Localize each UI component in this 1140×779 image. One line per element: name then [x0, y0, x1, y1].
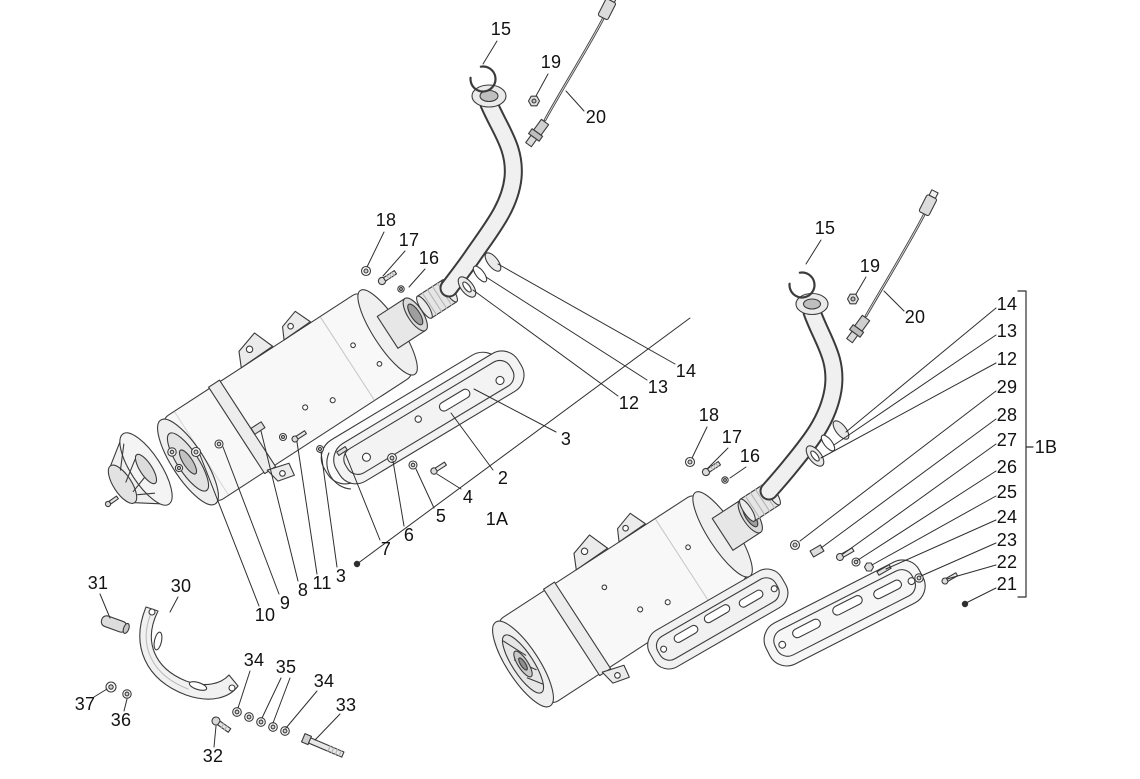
- oxygen-sensor-1b: [846, 189, 939, 344]
- part-label-17a[interactable]: 17: [398, 230, 420, 250]
- part-label-30a[interactable]: 30: [170, 576, 192, 596]
- part-label-3a1[interactable]: 3: [560, 429, 572, 449]
- part-label-12b[interactable]: 12: [996, 349, 1018, 369]
- pipe-clamps-1a: [457, 252, 502, 298]
- end-cap-screw-1a: [104, 495, 119, 508]
- part-label-15a[interactable]: 15: [490, 19, 512, 39]
- assembly-1b: [492, 189, 959, 708]
- part-label-16b[interactable]: 16: [739, 446, 761, 466]
- snap-ring-1a: [469, 65, 497, 93]
- part-label-12a[interactable]: 12: [618, 393, 640, 413]
- washer-36: [122, 689, 132, 699]
- part-label-10a[interactable]: 10: [254, 605, 276, 625]
- fastener-trio-1b: [684, 456, 729, 484]
- part-label-15b[interactable]: 15: [814, 218, 836, 238]
- part-label-24b[interactable]: 24: [996, 507, 1018, 527]
- muffler-body-1a: [157, 289, 428, 506]
- part-label-20a[interactable]: 20: [585, 107, 607, 127]
- washer-stack-34-35: [232, 707, 290, 736]
- part-label-14b[interactable]: 14: [996, 294, 1018, 314]
- part-label-9a[interactable]: 9: [279, 593, 291, 613]
- part-label-14a[interactable]: 14: [675, 361, 697, 381]
- part-label-1A[interactable]: 1A: [485, 509, 509, 529]
- part-label-1B[interactable]: 1B: [1034, 437, 1058, 457]
- part-label-16a[interactable]: 16: [418, 248, 440, 268]
- part-label-27b[interactable]: 27: [996, 430, 1018, 450]
- washer-37: [105, 681, 117, 693]
- part-label-11a[interactable]: 11: [312, 573, 332, 593]
- part-label-17b[interactable]: 17: [721, 427, 743, 447]
- part-label-4a[interactable]: 4: [462, 487, 474, 507]
- part-label-35a[interactable]: 35: [275, 657, 297, 677]
- group-bracket-1b: [1017, 290, 1034, 598]
- part-label-13b[interactable]: 13: [996, 321, 1018, 341]
- screw-32: [211, 716, 232, 733]
- part-label-22b[interactable]: 22: [996, 552, 1018, 572]
- end-cap-cone-1a: [107, 432, 173, 506]
- muffler-body-1b: [492, 491, 763, 708]
- part-label-19a[interactable]: 19: [540, 52, 562, 72]
- part-label-5a[interactable]: 5: [435, 506, 447, 526]
- part-label-18b[interactable]: 18: [698, 405, 720, 425]
- part-label-29b[interactable]: 29: [996, 377, 1018, 397]
- part-label-8a[interactable]: 8: [297, 580, 309, 600]
- fastener-trio-1a: [360, 265, 405, 293]
- part-label-21b[interactable]: 21: [996, 574, 1018, 594]
- part-label-26b[interactable]: 26: [996, 457, 1018, 477]
- mount-hardware-1a: [190, 421, 447, 475]
- bolt-33: [300, 733, 345, 758]
- shield-hardware-1b: [789, 539, 959, 585]
- heat-shield-outer-1b: [763, 559, 926, 667]
- part-label-2a[interactable]: 2: [497, 468, 509, 488]
- part-label-19b[interactable]: 19: [859, 256, 881, 276]
- heat-shield-inner-1b: [647, 568, 789, 670]
- part-label-28b[interactable]: 28: [996, 405, 1018, 425]
- bracket-pin-31: [100, 615, 130, 634]
- header-pipe-1b: [759, 302, 844, 501]
- heat-shield-1a: [320, 350, 525, 490]
- part-label-34a1[interactable]: 34: [243, 650, 265, 670]
- oxygen-sensor-1a: [525, 0, 618, 148]
- end-cap-washers-1a: [167, 447, 184, 473]
- mounting-bracket-30: [139, 606, 239, 700]
- part-label-32a[interactable]: 32: [202, 746, 224, 766]
- part-label-7a[interactable]: 7: [380, 539, 392, 559]
- part-label-36a[interactable]: 36: [110, 710, 132, 730]
- part-label-37a[interactable]: 37: [74, 694, 96, 714]
- part-label-25b[interactable]: 25: [996, 482, 1018, 502]
- header-pipe-1a: [439, 94, 523, 298]
- part-label-13a[interactable]: 13: [647, 377, 669, 397]
- part-label-31a[interactable]: 31: [87, 573, 109, 593]
- assembly-1a: [100, 0, 618, 758]
- flange-nut-1a: [527, 95, 541, 107]
- part-label-6a[interactable]: 6: [403, 525, 415, 545]
- part-label-20b[interactable]: 20: [904, 307, 926, 327]
- part-label-3a2[interactable]: 3: [335, 566, 347, 586]
- part-label-33a[interactable]: 33: [335, 695, 357, 715]
- snap-ring-1b: [788, 271, 816, 299]
- part-label-23b[interactable]: 23: [996, 530, 1018, 550]
- part-label-34a2[interactable]: 34: [313, 671, 335, 691]
- part-label-18a[interactable]: 18: [375, 210, 397, 230]
- leader-lines: [93, 40, 1034, 748]
